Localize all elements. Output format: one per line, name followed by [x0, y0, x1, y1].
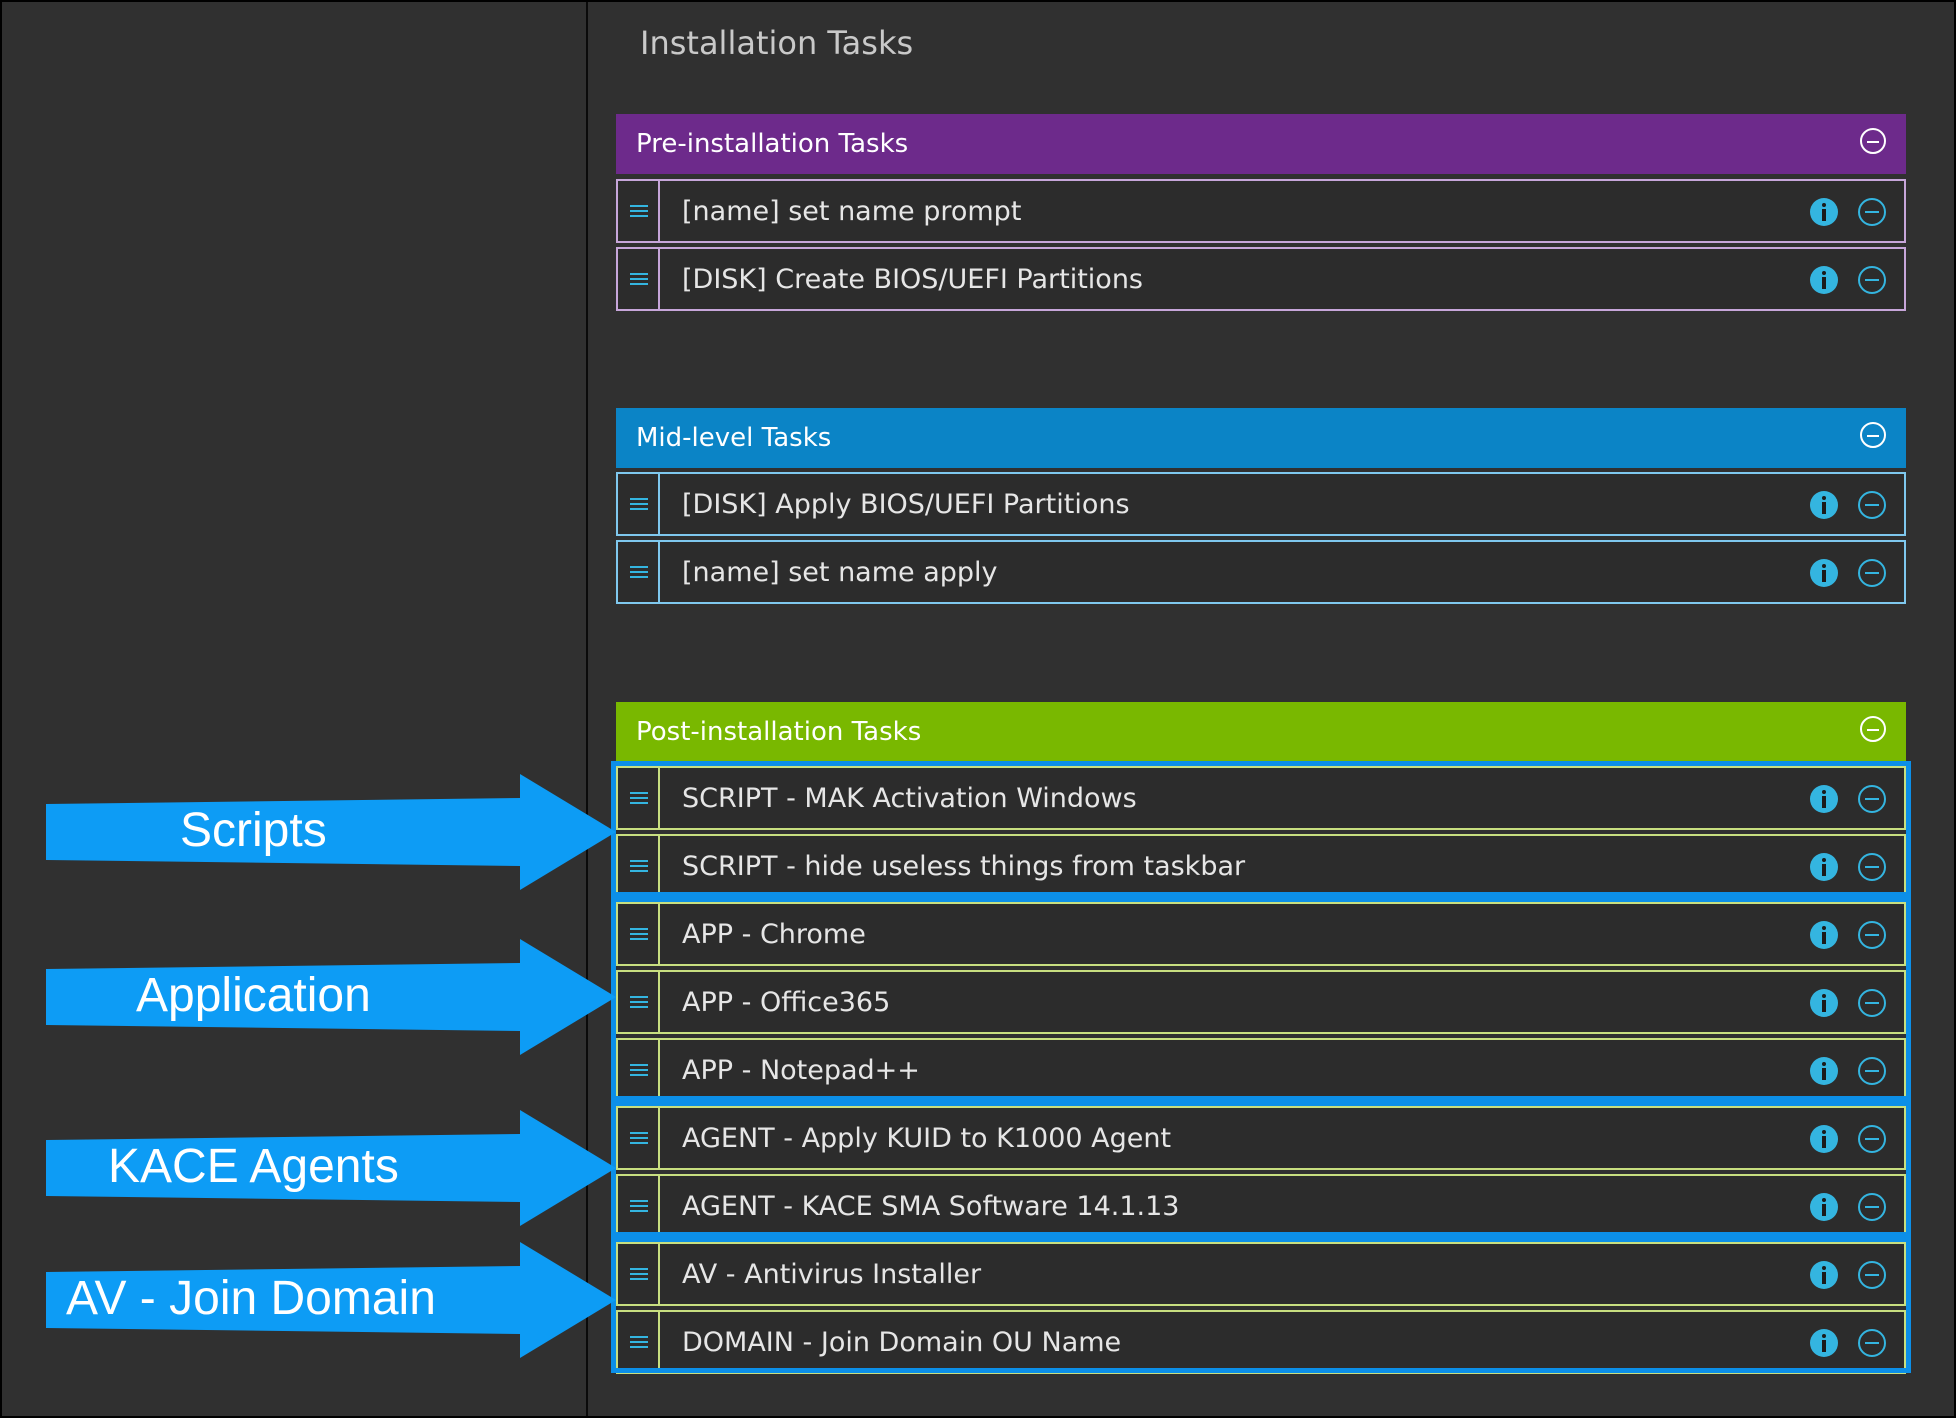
drag-handle-icon[interactable]	[618, 249, 660, 309]
task-row[interactable]: [DISK] Create BIOS/UEFI Partitions	[616, 247, 1906, 311]
section-title: Mid-level Tasks	[636, 423, 832, 453]
drag-handle-icon[interactable]	[618, 1312, 660, 1372]
task-row[interactable]: SCRIPT - MAK Activation Windows	[616, 766, 1906, 830]
drag-handle-icon[interactable]	[618, 1244, 660, 1304]
collapse-icon[interactable]	[1860, 716, 1886, 742]
annotation-label-scripts: Scripts	[180, 804, 327, 857]
drag-handle-icon[interactable]	[618, 542, 660, 602]
drag-handle-icon[interactable]	[618, 972, 660, 1032]
arrow-av-join-domain	[46, 1242, 616, 1358]
task-label: [DISK] Create BIOS/UEFI Partitions	[682, 263, 1144, 295]
drag-handle-icon[interactable]	[618, 1108, 660, 1168]
section-header-post-installation[interactable]: Post-installation Tasks	[616, 702, 1906, 762]
remove-icon[interactable]	[1858, 1261, 1886, 1289]
info-icon[interactable]	[1810, 1125, 1838, 1153]
remove-icon[interactable]	[1858, 266, 1886, 294]
drag-handle-icon[interactable]	[618, 1176, 660, 1236]
remove-icon[interactable]	[1858, 785, 1886, 813]
task-label: SCRIPT - hide useless things from taskba…	[682, 850, 1246, 882]
arrow-application	[46, 939, 616, 1055]
task-row[interactable]: APP - Notepad++	[616, 1038, 1906, 1102]
task-row[interactable]: [name] set name prompt	[616, 179, 1906, 243]
task-label: [name] set name apply	[682, 556, 998, 588]
task-label: [DISK] Apply BIOS/UEFI Partitions	[682, 488, 1130, 520]
remove-icon[interactable]	[1858, 1329, 1886, 1357]
remove-icon[interactable]	[1858, 491, 1886, 519]
drag-handle-icon[interactable]	[618, 474, 660, 534]
info-icon[interactable]	[1810, 266, 1838, 294]
remove-icon[interactable]	[1858, 198, 1886, 226]
task-row[interactable]: APP - Office365	[616, 970, 1906, 1034]
info-icon[interactable]	[1810, 491, 1838, 519]
annotation-label-application: Application	[136, 969, 371, 1022]
arrow-kace-agents	[46, 1110, 616, 1226]
task-label: APP - Notepad++	[682, 1054, 920, 1086]
remove-icon[interactable]	[1858, 1057, 1886, 1085]
info-icon[interactable]	[1810, 1057, 1838, 1085]
info-icon[interactable]	[1810, 853, 1838, 881]
remove-icon[interactable]	[1858, 559, 1886, 587]
task-label: SCRIPT - MAK Activation Windows	[682, 782, 1137, 814]
remove-icon[interactable]	[1858, 1193, 1886, 1221]
task-row[interactable]: APP - Chrome	[616, 902, 1906, 966]
info-icon[interactable]	[1810, 1329, 1838, 1357]
drag-handle-icon[interactable]	[618, 181, 660, 241]
collapse-icon[interactable]	[1860, 422, 1886, 448]
arrow-scripts	[46, 774, 616, 890]
section-header-mid-level[interactable]: Mid-level Tasks	[616, 408, 1906, 468]
task-row[interactable]: [name] set name apply	[616, 540, 1906, 604]
drag-handle-icon[interactable]	[618, 904, 660, 964]
task-label: AV - Antivirus Installer	[682, 1258, 982, 1290]
section-title: Post-installation Tasks	[636, 717, 922, 747]
panel-divider	[586, 2, 588, 1416]
info-icon[interactable]	[1810, 1261, 1838, 1289]
task-row[interactable]: AGENT - KACE SMA Software 14.1.13	[616, 1174, 1906, 1238]
task-label: DOMAIN - Join Domain OU Name	[682, 1326, 1122, 1358]
info-icon[interactable]	[1810, 989, 1838, 1017]
annotation-label-av-join-domain: AV - Join Domain	[66, 1272, 436, 1325]
task-label: [name] set name prompt	[682, 195, 1022, 227]
annotation-label-kace-agents: KACE Agents	[108, 1140, 399, 1193]
collapse-icon[interactable]	[1860, 128, 1886, 154]
drag-handle-icon[interactable]	[618, 1040, 660, 1100]
remove-icon[interactable]	[1858, 989, 1886, 1017]
drag-handle-icon[interactable]	[618, 768, 660, 828]
task-row[interactable]: DOMAIN - Join Domain OU Name	[616, 1310, 1906, 1374]
task-label: APP - Office365	[682, 986, 891, 1018]
task-row[interactable]: [DISK] Apply BIOS/UEFI Partitions	[616, 472, 1906, 536]
task-row[interactable]: SCRIPT - hide useless things from taskba…	[616, 834, 1906, 898]
info-icon[interactable]	[1810, 921, 1838, 949]
section-title: Pre-installation Tasks	[636, 129, 909, 159]
section-header-pre-installation[interactable]: Pre-installation Tasks	[616, 114, 1906, 174]
info-icon[interactable]	[1810, 1193, 1838, 1221]
info-icon[interactable]	[1810, 785, 1838, 813]
remove-icon[interactable]	[1858, 1125, 1886, 1153]
task-label: AGENT - KACE SMA Software 14.1.13	[682, 1190, 1180, 1222]
drag-handle-icon[interactable]	[618, 836, 660, 896]
info-icon[interactable]	[1810, 198, 1838, 226]
task-row[interactable]: AGENT - Apply KUID to K1000 Agent	[616, 1106, 1906, 1170]
info-icon[interactable]	[1810, 559, 1838, 587]
task-label: AGENT - Apply KUID to K1000 Agent	[682, 1122, 1172, 1154]
remove-icon[interactable]	[1858, 921, 1886, 949]
page-title: Installation Tasks	[640, 24, 914, 62]
task-row[interactable]: AV - Antivirus Installer	[616, 1242, 1906, 1306]
remove-icon[interactable]	[1858, 853, 1886, 881]
task-label: APP - Chrome	[682, 918, 866, 950]
